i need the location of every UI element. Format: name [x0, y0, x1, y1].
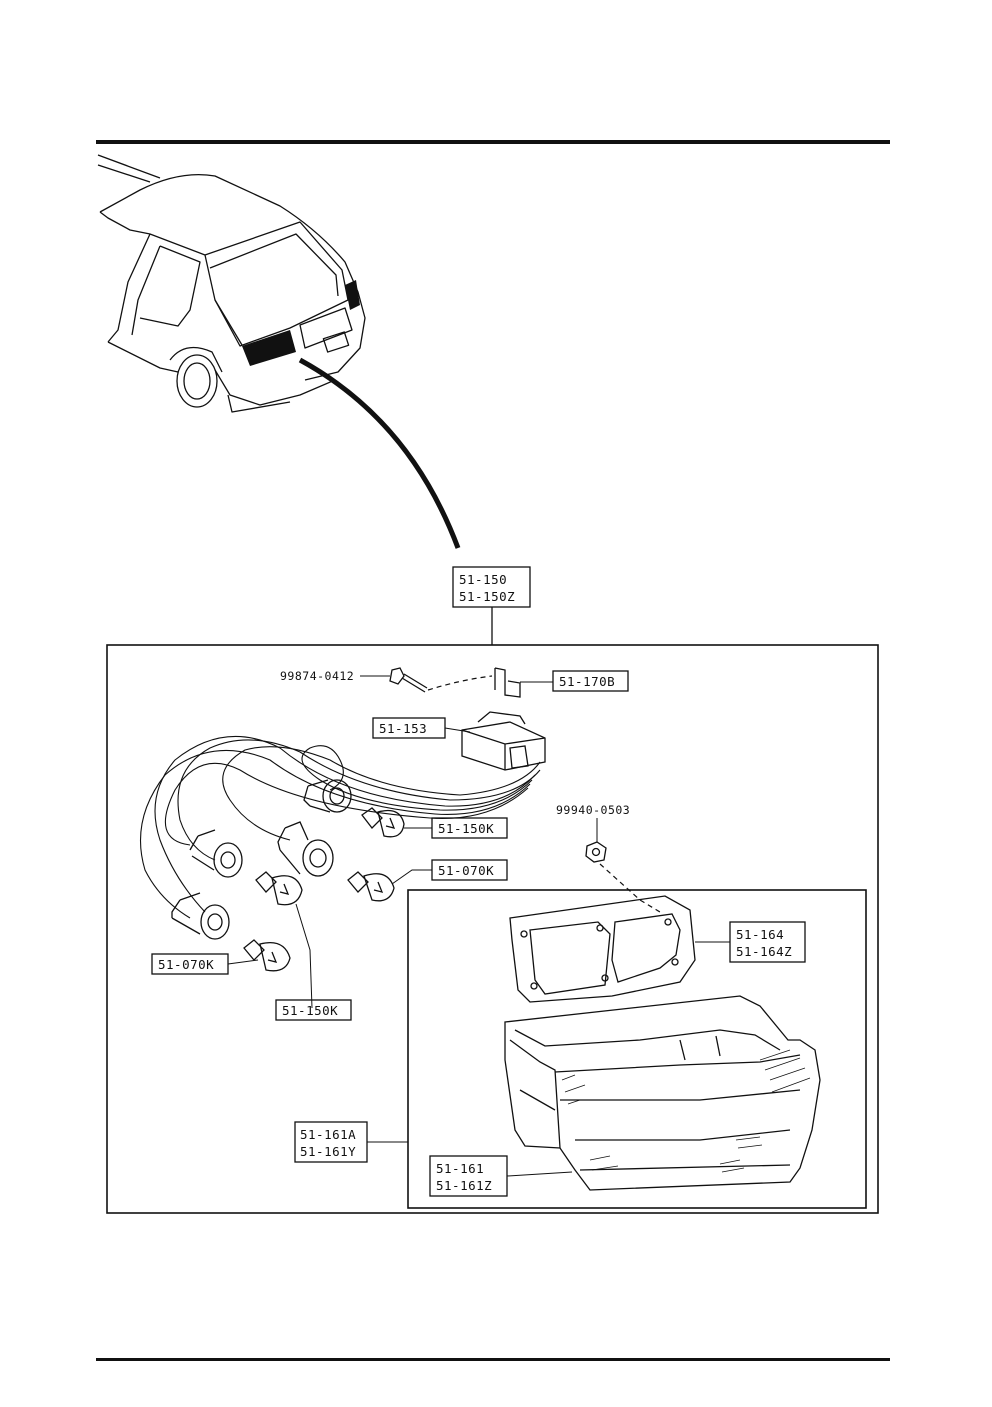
bulb-left-part-label: 51-070K [151, 953, 229, 975]
socket-upper-icon [303, 779, 352, 813]
connector-icon [461, 711, 546, 771]
bolt-dash [427, 675, 493, 691]
bolt-part-number: 99874-0412 [280, 669, 354, 683]
bulb-mid-icon [347, 871, 395, 902]
bracket-part-label: 51-170B [552, 670, 629, 692]
socket-left-icon [189, 829, 243, 878]
bulb-lower-part-label: 51-150K [275, 999, 352, 1021]
top-rule [96, 140, 890, 144]
bulb-mid-leader [391, 869, 432, 885]
svg-text:51-070K: 51-070K [438, 863, 494, 878]
socket-lower-icon [171, 892, 230, 940]
svg-text:51-150K: 51-150K [282, 1003, 338, 1018]
bulb-mid-part-label: 51-070K [431, 859, 508, 881]
lens-inner-leader [506, 1171, 573, 1177]
lens-inner-part-label: 51-161 51-161Z [429, 1155, 508, 1197]
bracket-icon [494, 667, 521, 698]
nut-dash [599, 863, 661, 913]
lens-outer-part-label: 51-161A 51-161Y [294, 1121, 368, 1163]
svg-text:51-150K: 51-150K [438, 821, 494, 836]
nut-icon [585, 841, 607, 863]
svg-text:51-161Z: 51-161Z [436, 1178, 492, 1193]
svg-text:51-150Z: 51-150Z [459, 589, 515, 604]
gasket-icon [509, 895, 696, 1003]
bulb-left-leader [227, 959, 259, 965]
socket-harness-part-label: 51-153 [372, 717, 446, 739]
tail-light-marker-right [345, 280, 360, 310]
svg-text:51-070K: 51-070K [158, 957, 214, 972]
bottom-rule [96, 1358, 890, 1361]
svg-text:51-161: 51-161 [436, 1161, 484, 1176]
socket-middle-icon [277, 821, 334, 877]
svg-text:51-164: 51-164 [736, 927, 784, 942]
tail-light-marker [242, 330, 296, 366]
bolt-icon [389, 667, 428, 693]
svg-text:51-150: 51-150 [459, 572, 507, 587]
bulb-lower-leader [295, 903, 313, 1009]
bulb-upper-icon [361, 807, 405, 838]
wire-harness [139, 736, 541, 919]
svg-text:51-170B: 51-170B [559, 674, 615, 689]
vehicle-rear-illustration [97, 154, 366, 413]
bulb-left-icon [243, 939, 291, 972]
svg-text:51-161A: 51-161A [300, 1127, 356, 1142]
nut-part-number: 99940-0503 [556, 803, 630, 817]
assembly-part-label: 51-150 51-150Z [452, 566, 531, 608]
svg-text:51-153: 51-153 [379, 721, 427, 736]
svg-text:51-161Y: 51-161Y [300, 1144, 356, 1159]
gasket-part-label: 51-164 51-164Z [729, 921, 806, 963]
bulb-lower-icon [255, 871, 303, 906]
lens-housing-icon [504, 995, 821, 1191]
svg-text:51-164Z: 51-164Z [736, 944, 792, 959]
lens-hatching [561, 1049, 811, 1173]
lens-frame [407, 889, 867, 1209]
pointer-curve [298, 357, 461, 549]
assembly-frame [106, 644, 879, 1214]
bulb-upper-part-label: 51-150K [431, 817, 508, 839]
